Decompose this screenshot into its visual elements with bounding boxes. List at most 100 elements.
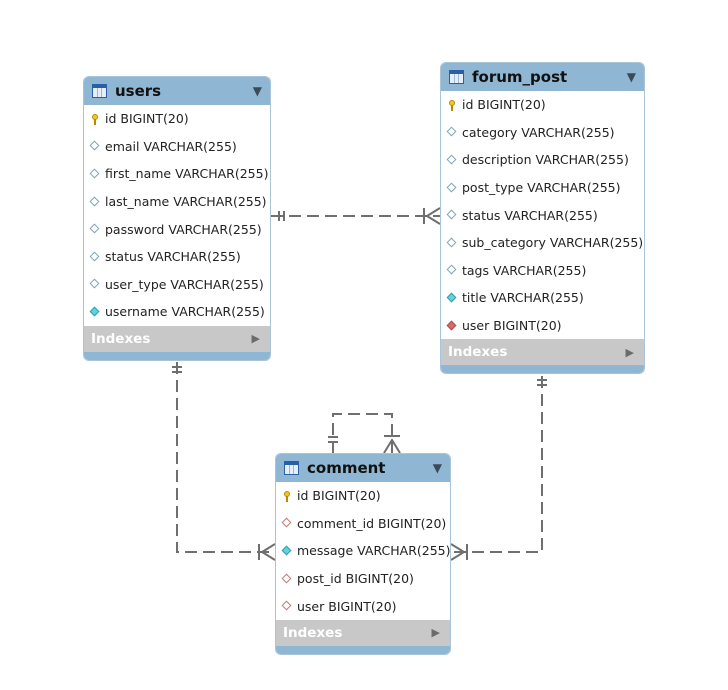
column-row[interactable]: comment_id BIGINT(20) [276, 510, 450, 538]
key-icon [447, 99, 457, 111]
indexes-label: Indexes [283, 624, 343, 641]
column-label: last_name VARCHAR(255) [105, 194, 267, 210]
column-row[interactable]: user BIGINT(20) [276, 592, 450, 620]
column-row[interactable]: id BIGINT(20) [441, 91, 644, 119]
column-label: username VARCHAR(255) [105, 304, 265, 320]
diamond-red-outline-icon [282, 518, 292, 528]
column-label: id BIGINT(20) [105, 111, 189, 127]
column-label: status VARCHAR(255) [105, 249, 241, 265]
table-header[interactable]: comment ▼ [276, 454, 450, 482]
table-name: users [115, 82, 162, 100]
users-side-one-marker [278, 211, 285, 221]
column-row[interactable]: email VARCHAR(255) [84, 133, 270, 161]
table-header[interactable]: users ▼ [84, 77, 270, 105]
table-footer [441, 365, 644, 374]
diamond-filled-icon [447, 293, 457, 303]
diamond-icon [447, 183, 457, 193]
users-comment-line [176, 362, 275, 553]
table-name: forum_post [472, 68, 568, 86]
column-row[interactable]: message VARCHAR(255) [276, 537, 450, 565]
column-row[interactable]: first_name VARCHAR(255) [84, 160, 270, 188]
column-row[interactable]: user BIGINT(20) [441, 312, 644, 340]
indexes-label: Indexes [91, 330, 151, 347]
users-comment-one-marker [172, 366, 182, 373]
column-row[interactable]: category VARCHAR(255) [441, 119, 644, 147]
column-row[interactable]: title VARCHAR(255) [441, 284, 644, 312]
table-forum-post[interactable]: forum_post ▼ id BIGINT(20) category VARCH… [440, 62, 645, 375]
post-comment-line [451, 376, 543, 553]
column-row[interactable]: status VARCHAR(255) [84, 243, 270, 271]
column-label: user BIGINT(20) [297, 598, 397, 614]
diamond-icon [447, 127, 457, 137]
collapse-arrow-icon[interactable]: ▼ [432, 461, 442, 475]
diamond-icon [90, 197, 100, 207]
table-header[interactable]: forum_post ▼ [441, 63, 644, 91]
table-comment[interactable]: comment ▼ id BIGINT(20) comment_id BIGINT… [275, 453, 451, 655]
column-label: email VARCHAR(255) [105, 138, 237, 154]
expand-arrow-icon[interactable]: ▶ [625, 345, 634, 359]
column-label: password VARCHAR(255) [105, 221, 262, 237]
column-row[interactable]: status VARCHAR(255) [441, 201, 644, 229]
column-row[interactable]: post_type VARCHAR(255) [441, 174, 644, 202]
column-row[interactable]: last_name VARCHAR(255) [84, 188, 270, 216]
diamond-icon [90, 279, 100, 289]
indexes-section[interactable]: Indexes ▶ [84, 325, 270, 352]
column-label: comment_id BIGINT(20) [297, 515, 447, 531]
table-icon [284, 461, 299, 475]
column-row[interactable]: password VARCHAR(255) [84, 215, 270, 243]
table-icon [92, 84, 107, 98]
column-label: first_name VARCHAR(255) [105, 166, 269, 182]
column-row[interactable]: user_type VARCHAR(255) [84, 271, 270, 299]
column-label: category VARCHAR(255) [462, 124, 615, 140]
table-footer [84, 351, 270, 360]
column-label: post_type VARCHAR(255) [462, 180, 621, 196]
column-row[interactable]: tags VARCHAR(255) [441, 257, 644, 285]
column-list: id BIGINT(20) comment_id BIGINT(20) messag… [276, 482, 450, 620]
collapse-arrow-icon[interactable]: ▼ [252, 84, 262, 98]
diamond-filled-icon [282, 546, 292, 556]
table-users[interactable]: users ▼ id BIGINT(20) email VARCHAR(255) f… [83, 76, 271, 361]
forum-post-side-many-marker [423, 207, 441, 225]
column-row[interactable]: username VARCHAR(255) [84, 298, 270, 326]
column-row[interactable]: post_id BIGINT(20) [276, 565, 450, 593]
column-row[interactable]: sub_category VARCHAR(255) [441, 229, 644, 257]
diamond-icon [90, 169, 100, 179]
column-row[interactable]: id BIGINT(20) [84, 105, 270, 133]
column-label: description VARCHAR(255) [462, 152, 629, 168]
table-footer [276, 645, 450, 654]
diamond-filled-icon [90, 307, 100, 317]
comment-user-many-marker [258, 543, 276, 561]
column-label: user_type VARCHAR(255) [105, 276, 264, 292]
post-comment-one-marker [537, 379, 547, 386]
indexes-section[interactable]: Indexes ▶ [276, 619, 450, 646]
diamond-icon [447, 155, 457, 165]
column-row[interactable]: id BIGINT(20) [276, 482, 450, 510]
expand-arrow-icon[interactable]: ▶ [431, 626, 440, 640]
diamond-icon [90, 141, 100, 151]
column-list: id BIGINT(20) category VARCHAR(255) descri… [441, 91, 644, 339]
column-label: tags VARCHAR(255) [462, 262, 587, 278]
column-label: sub_category VARCHAR(255) [462, 235, 644, 251]
diamond-icon [447, 265, 457, 275]
key-icon [90, 113, 100, 125]
comment-self-line [332, 413, 393, 453]
diamond-icon [90, 252, 100, 262]
collapse-arrow-icon[interactable]: ▼ [626, 70, 636, 84]
column-label: status VARCHAR(255) [462, 207, 598, 223]
table-icon [449, 70, 464, 84]
expand-arrow-icon[interactable]: ▶ [251, 332, 260, 346]
indexes-section[interactable]: Indexes ▶ [441, 339, 644, 366]
column-label: user BIGINT(20) [462, 318, 562, 334]
comment-self-many-marker [383, 435, 401, 454]
diamond-icon [90, 224, 100, 234]
diamond-icon [447, 238, 457, 248]
column-label: id BIGINT(20) [462, 97, 546, 113]
column-list: id BIGINT(20) email VARCHAR(255) first_nam… [84, 105, 270, 326]
diamond-red-outline-icon [282, 601, 292, 611]
column-row[interactable]: description VARCHAR(255) [441, 146, 644, 174]
column-label: title VARCHAR(255) [462, 290, 584, 306]
comment-post-many-marker [450, 543, 468, 561]
table-name: comment [307, 459, 386, 477]
column-label: id BIGINT(20) [297, 488, 381, 504]
